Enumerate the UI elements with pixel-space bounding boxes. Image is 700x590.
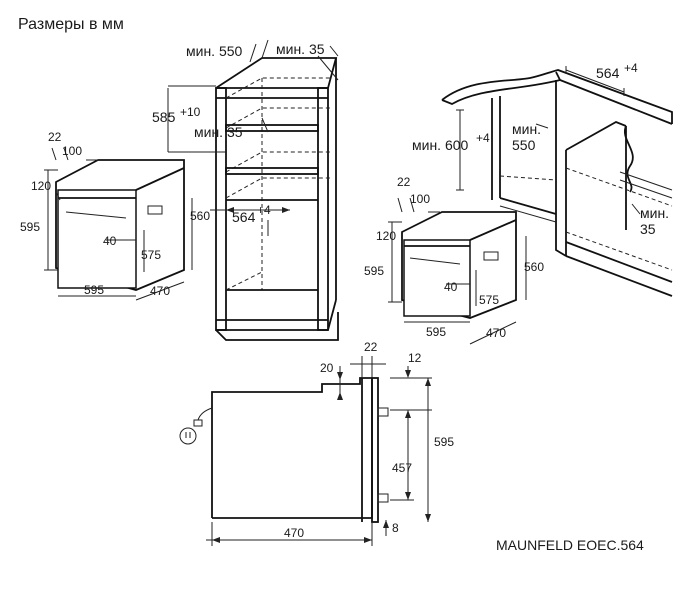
oven-right-dim-120: 120 <box>376 229 396 243</box>
side-dim-22: 22 <box>364 340 378 354</box>
undercounter-min-height-label: мин. 600 <box>412 137 469 153</box>
oven-left-dim-100: 100 <box>62 144 82 158</box>
oven-left-dim-560: 560 <box>190 209 210 223</box>
side-dim-12: 12 <box>408 351 422 365</box>
oven-right-dim-470: 470 <box>486 326 506 340</box>
oven-left-dim-40: 40 <box>103 234 117 248</box>
column-min-gap-mid-label: мин. 35 <box>194 124 243 140</box>
side-dim-8: 8 <box>392 521 399 535</box>
oven-left-dim-22: 22 <box>48 130 62 144</box>
undercounter-min-depth-prefix: мин. <box>512 121 541 137</box>
model-name: MAUNFELD EOEC.564 <box>496 537 644 553</box>
column-width-tolerance: +4 <box>257 203 271 217</box>
oven-left-dimensions: 22 100 120 595 560 40 575 595 470 <box>20 130 210 301</box>
column-min-depth-label: мин. 550 <box>186 43 243 59</box>
side-dim-20: 20 <box>320 361 334 375</box>
undercounter-dimensions: 564 +4 мин. 600 +4 мин. 550 мин. 35 <box>412 61 669 237</box>
oven-right-dimensions: 22 100 120 595 560 40 575 595 470 <box>364 175 544 345</box>
side-dim-595: 595 <box>434 435 454 449</box>
oven-right <box>401 211 517 319</box>
undercounter-width-label: 564 <box>596 65 620 81</box>
side-dim-457: 457 <box>392 461 412 475</box>
undercounter-width-tolerance: +4 <box>624 61 638 75</box>
oven-left-dim-470: 470 <box>150 284 170 298</box>
column-cabinet-dimensions: мин. 550 мин. 35 585 +10 мин. 35 564 +4 <box>152 39 339 236</box>
oven-left-dim-595-width: 595 <box>84 283 104 297</box>
undercounter-cabinet <box>441 69 673 297</box>
oven-right-dim-575: 575 <box>479 293 499 307</box>
side-view-dimensions: 20 22 12 595 457 8 470 <box>206 340 454 546</box>
column-height-tolerance: +10 <box>180 105 201 119</box>
oven-right-dim-100: 100 <box>410 192 430 206</box>
side-dim-470: 470 <box>284 526 304 540</box>
oven-left-dim-575: 575 <box>141 248 161 262</box>
undercounter-min-gap-prefix: мин. <box>640 205 669 221</box>
oven-right-dim-560: 560 <box>524 260 544 274</box>
undercounter-min-gap-value: 35 <box>640 221 656 237</box>
column-min-gap-top-label: мин. 35 <box>276 41 325 57</box>
oven-right-dim-595-height: 595 <box>364 264 384 278</box>
oven-side-view <box>179 377 389 523</box>
column-cabinet <box>215 57 339 341</box>
oven-left-dim-595-height: 595 <box>20 220 40 234</box>
oven-left-dim-120: 120 <box>31 179 51 193</box>
column-height-label: 585 <box>152 109 176 125</box>
oven-right-dim-595-width: 595 <box>426 325 446 339</box>
oven-left <box>55 159 185 291</box>
oven-right-dim-40: 40 <box>444 280 458 294</box>
undercounter-min-height-tolerance: +4 <box>476 131 490 145</box>
undercounter-min-depth-value: 550 <box>512 137 536 153</box>
oven-right-dim-22: 22 <box>397 175 411 189</box>
column-width-label: 564 <box>232 209 256 225</box>
page-title: Размеры в мм <box>18 16 124 33</box>
power-plug-icon <box>179 427 197 445</box>
